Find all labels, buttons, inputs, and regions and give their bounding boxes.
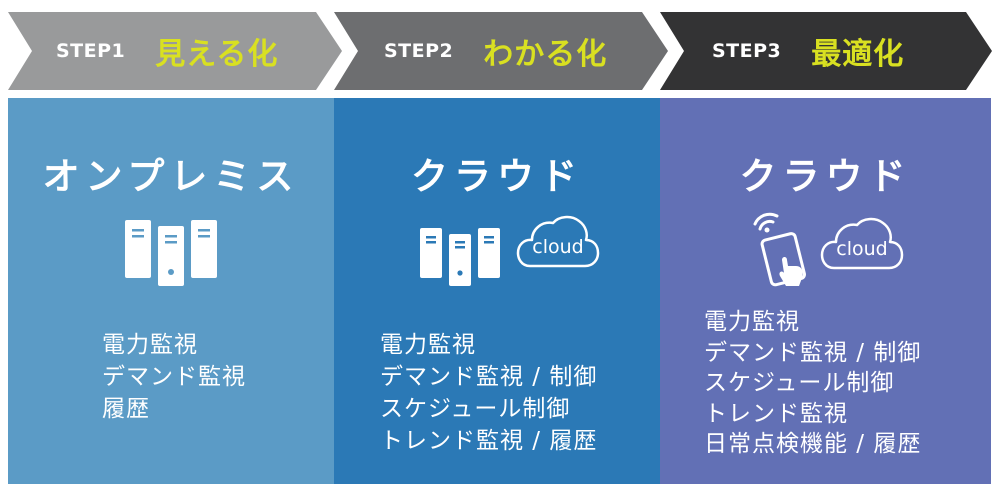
step2-label: STEP2 (384, 40, 454, 62)
cloud-panel-step2: クラウド cloud 電力監視 デマンド監視 / 制御 スケジュール制御 トレン… (334, 98, 660, 484)
server-rack-icon (420, 228, 500, 286)
step3-phase: 最適化 (811, 37, 905, 72)
tablet-wifi-icon (753, 212, 806, 287)
cloud-icon-label: cloud (532, 236, 584, 258)
cloud-icon: cloud (820, 214, 904, 272)
step2-arrow-shape (334, 12, 668, 90)
feature-item: 履歴 (102, 396, 150, 422)
cloud-title-step3: クラウド (739, 155, 912, 198)
step1-phase: 見える化 (155, 37, 279, 72)
feature-item: 電力監視 (704, 309, 800, 335)
feature-item: デマンド監視 / 制御 (704, 339, 922, 366)
cloud-icon-label: cloud (836, 238, 888, 260)
feature-item: 電力監視 (102, 332, 198, 358)
step3-label: STEP3 (712, 40, 782, 62)
feature-item: トレンド監視 / 履歴 (380, 428, 598, 454)
cloud-features-step2: 電力監視 デマンド監視 / 制御 スケジュール制御 トレンド監視 / 履歴 (380, 329, 597, 457)
step3-arrow: STEP3 最適化 (660, 12, 998, 90)
step1-label: STEP1 (56, 40, 126, 62)
feature-item: 日常点検機能 / 履歴 (704, 431, 922, 457)
cloud-features-step3: 電力監視 デマンド監視 / 制御 スケジュール制御 トレンド監視 日常点検機能 … (704, 307, 921, 460)
step1-arrow: STEP1 見える化 (8, 12, 346, 90)
cloud-title-step2: クラウド (411, 155, 583, 198)
step1-arrow-shape (8, 12, 342, 90)
feature-item: 電力監視 (380, 332, 476, 358)
cloud-icon: cloud (516, 212, 600, 270)
onpremise-features: 電力監視 デマンド監視 履歴 (102, 329, 246, 425)
onpremise-title: オンプレミス (42, 155, 300, 198)
cloud-panel-step3: クラウド cloud 電力監視 デマンド監視 / 制御 スケジュール制御 トレン… (660, 98, 991, 484)
onpremise-panel: オンプレミス 電力監視 デマンド監視 履歴 (8, 98, 334, 484)
feature-item: デマンド監視 (102, 364, 246, 390)
feature-item: スケジュール制御 (704, 370, 895, 396)
step3-arrow-shape (660, 12, 992, 90)
step2-arrow: STEP2 わかる化 (334, 12, 672, 90)
feature-item: デマンド監視 / 制御 (380, 364, 598, 390)
step2-phase: わかる化 (483, 37, 608, 72)
feature-item: スケジュール制御 (380, 396, 571, 422)
feature-item: トレンド監視 (704, 400, 848, 427)
server-rack-icon (125, 220, 217, 286)
